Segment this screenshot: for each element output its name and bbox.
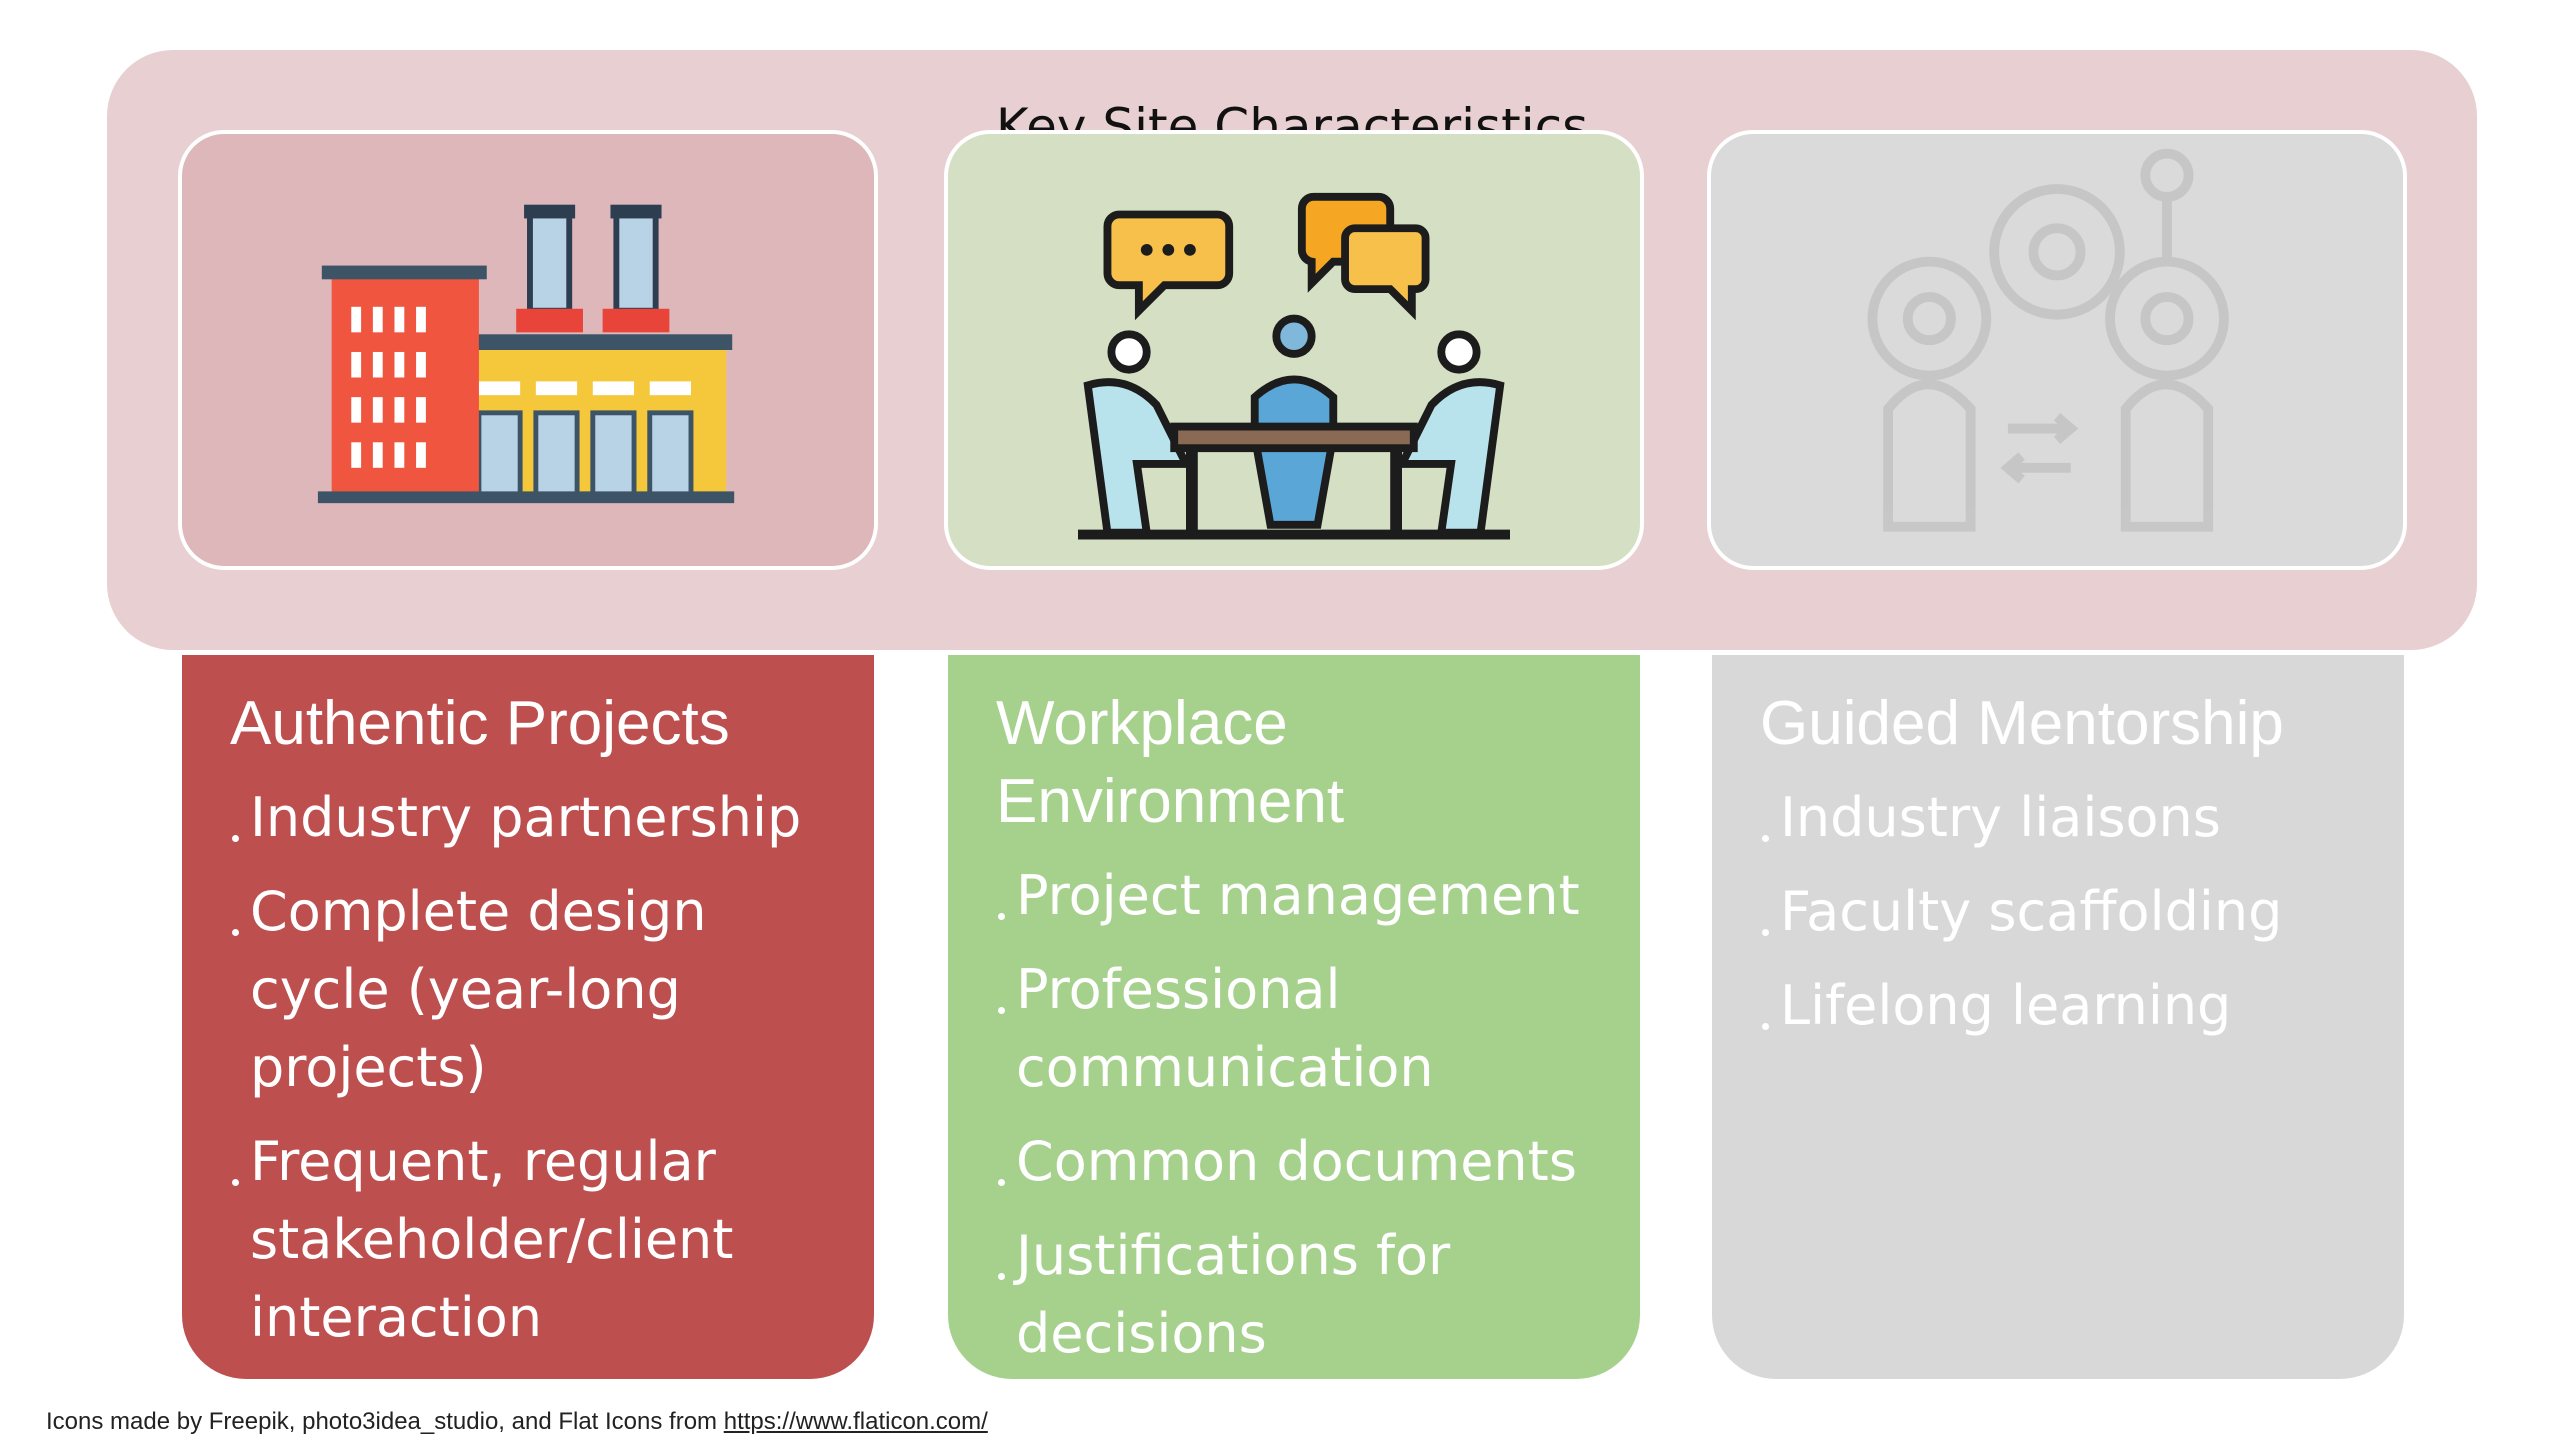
card-guided-mentorship: Guided Mentorship Industry liaisons Facu… <box>1712 655 2404 1379</box>
mentorship-gears-icon <box>1867 148 2229 532</box>
card-workplace-environment: Workplace Environment Project management… <box>948 655 1640 1379</box>
list-item: Professional communication <box>996 951 1596 1107</box>
bullet-list: Project management Professional communic… <box>996 857 1596 1373</box>
flaticon-link[interactable]: https://www.flaticon.com/ <box>723 1408 988 1435</box>
bullet-list: Industry partnership Complete design cyc… <box>230 779 830 1357</box>
factory-icon <box>317 204 735 504</box>
card-title: Workplace Environment <box>996 689 1345 836</box>
card-authentic-projects: Authentic Projects Industry partnership … <box>182 655 874 1379</box>
list-item: Common documents <box>996 1123 1596 1201</box>
workplace-icon-box <box>944 130 1644 570</box>
list-item: Faculty scaffolding <box>1760 873 2360 951</box>
list-item: Industry partnership <box>230 779 830 857</box>
team-meeting-icon <box>1078 192 1510 540</box>
authentic-projects-icon-box <box>178 130 878 570</box>
bullet-list: Industry liaisons Faculty scaffolding Li… <box>1760 779 2360 1045</box>
list-item: Justifications for decisions <box>996 1217 1596 1373</box>
icon-credit: Icons made by Freepik, photo3idea_studio… <box>46 1408 988 1436</box>
list-item: Complete design cycle (year-long project… <box>230 873 830 1107</box>
list-item: Project management <box>996 857 1596 935</box>
credit-text: Icons made by Freepik, photo3idea_studio… <box>46 1408 724 1435</box>
list-item: Frequent, regular stakeholder/client int… <box>230 1123 830 1357</box>
list-item: Lifelong learning <box>1760 967 2360 1045</box>
mentorship-icon-box <box>1707 130 2407 570</box>
card-title: Authentic Projects <box>230 689 730 758</box>
list-item: Industry liaisons <box>1760 779 2360 857</box>
card-title: Guided Mentorship <box>1760 689 2284 758</box>
